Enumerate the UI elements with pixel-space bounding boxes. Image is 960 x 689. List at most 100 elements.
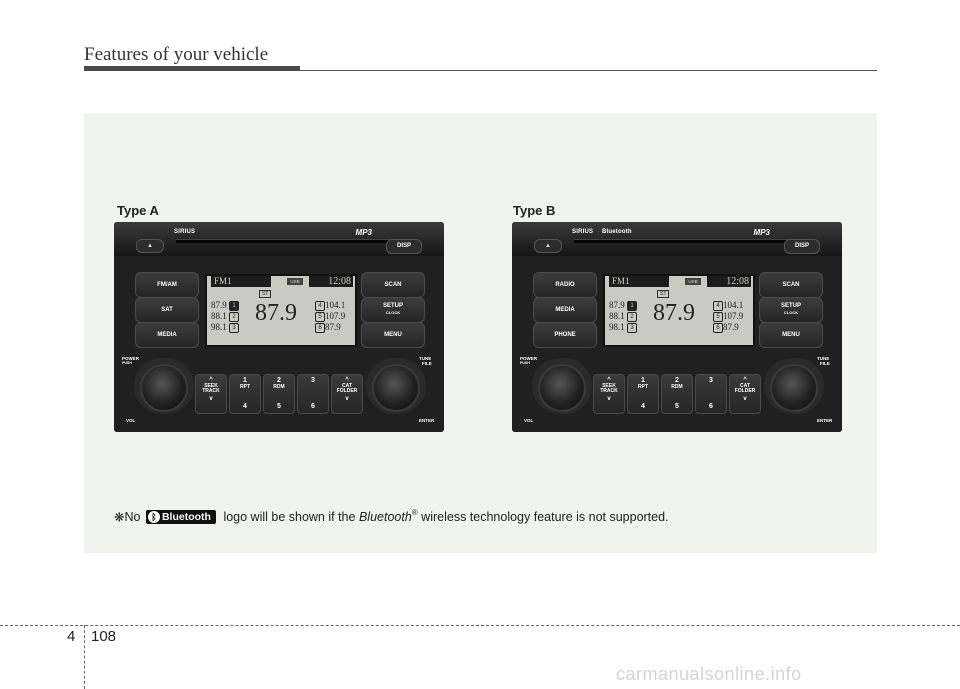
right-button-label: SCAN: [384, 282, 402, 288]
preset-number: 5: [315, 311, 325, 322]
preset-frequency: 104.1: [723, 300, 744, 310]
right-button-label: MENU: [384, 332, 402, 338]
right-button-sublabel: CLOCK: [783, 310, 799, 315]
right-button-label: SETUP: [780, 303, 801, 309]
preset-frequency: 107.9: [723, 311, 744, 321]
eject-button[interactable]: ▲: [136, 239, 164, 253]
right-button-label: SCAN: [782, 282, 800, 288]
volume-knob[interactable]: [140, 364, 188, 412]
chevron-down-icon: v: [607, 396, 611, 402]
preset-button-label: CAT FOLDER: [734, 383, 756, 394]
disp-button[interactable]: DISP: [386, 239, 422, 254]
mp3-logo: MP3: [355, 228, 372, 237]
chevron-up-icon: ^: [743, 377, 747, 383]
cd-slot: [176, 239, 402, 243]
preset-frequency: 87.9: [609, 300, 625, 310]
type-a-label: Type A: [117, 203, 159, 218]
band-indicator: FM1: [609, 276, 669, 287]
volume-knob[interactable]: [538, 364, 586, 412]
preset-number: 3: [229, 322, 239, 333]
usb-indicator: USB: [685, 278, 701, 285]
header-bar: [84, 66, 300, 71]
preset-button-bottom-number: 4: [243, 403, 247, 410]
cd-slot: [574, 239, 800, 243]
chevron-down-icon: v: [345, 396, 349, 402]
preset-button-label: RPT: [240, 384, 250, 390]
stereo-indicator: ST: [259, 290, 272, 298]
chapter-number: 4: [67, 628, 76, 645]
bluetooth-icon: ᛒ: [147, 510, 160, 523]
preset-left: 87.9 1: [609, 300, 637, 311]
preset-number: 1: [229, 300, 239, 311]
note-before: No: [124, 509, 141, 524]
preset-frequency: 98.1: [211, 322, 227, 332]
stereo-indicator: ST: [657, 290, 670, 298]
left-button-sat[interactable]: SAT: [135, 297, 199, 323]
note-middle: logo will be shown if the: [223, 509, 356, 524]
preset-button-top-number: 1: [243, 377, 247, 384]
disp-button[interactable]: DISP: [784, 239, 820, 254]
right-button-menu[interactable]: MENU: [361, 322, 425, 348]
preset-left: 87.9 1: [211, 300, 239, 311]
preset-button-label: RDM: [273, 384, 285, 390]
left-button-fmam[interactable]: FM/AM: [135, 272, 199, 298]
file-label: FILE: [820, 361, 830, 366]
preset-button-label: RPT: [638, 384, 648, 390]
right-button-scan[interactable]: SCAN: [361, 272, 425, 298]
footer-divider: [84, 625, 85, 689]
preset-number: 2: [229, 311, 239, 322]
left-button-media[interactable]: MEDIA: [533, 297, 597, 323]
tune-label: TUNE: [419, 356, 432, 361]
sirius-logo: SIRIUS: [174, 229, 196, 235]
current-frequency: 87.9: [653, 300, 695, 326]
preset-button-bottom-number: 6: [709, 403, 713, 410]
preset-number: 3: [627, 322, 637, 333]
eject-button[interactable]: ▲: [534, 239, 562, 253]
power-label: POWER: [122, 356, 140, 361]
right-button-scan[interactable]: SCAN: [759, 272, 823, 298]
tune-knob[interactable]: [372, 364, 420, 412]
preset-button-label: SEEK TRACK: [202, 383, 220, 394]
vol-label: VOL: [524, 418, 534, 423]
push-label: PUSH: [122, 361, 132, 365]
preset-left: 98.1 3: [211, 322, 239, 333]
tune-knob[interactable]: [770, 364, 818, 412]
vol-label: VOL: [126, 418, 136, 423]
type-b-label: Type B: [513, 203, 556, 218]
power-label: POWER: [520, 356, 538, 361]
enter-label: ENTER: [419, 418, 435, 423]
preset-number: 2: [627, 311, 637, 322]
preset-number: 4: [713, 300, 723, 311]
preset-number: 1: [627, 300, 637, 311]
left-button-radio[interactable]: RADIO: [533, 272, 597, 298]
preset-button-top-number: 2: [675, 377, 679, 384]
left-button-phone[interactable]: PHONE: [533, 322, 597, 348]
page-number: 108: [91, 628, 117, 645]
band-indicator: FM1: [211, 276, 271, 287]
left-button-media[interactable]: MEDIA: [135, 322, 199, 348]
bluetooth-logo: Bluetooth: [602, 229, 632, 235]
preset-frequency: 87.9: [211, 300, 227, 310]
preset-number: 4: [315, 300, 325, 311]
right-button-menu[interactable]: MENU: [759, 322, 823, 348]
